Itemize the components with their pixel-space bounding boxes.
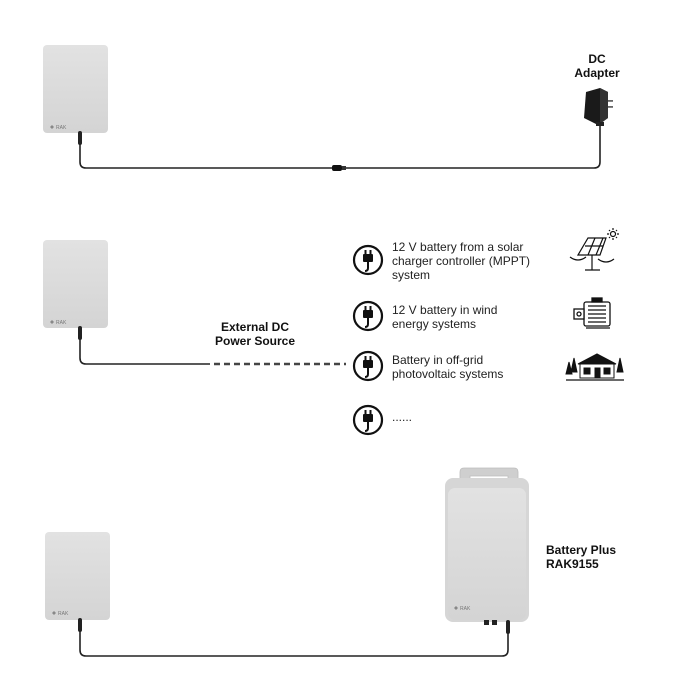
source-item-wind: 12 V battery in wind energy systems xyxy=(392,303,497,331)
rak-logo-icon: RAK xyxy=(454,606,471,612)
label-line: RAK9155 xyxy=(546,557,599,571)
label-line: Adapter xyxy=(574,66,620,80)
off-grid-house-icon xyxy=(565,353,624,381)
rak-logo-icon: RAK xyxy=(50,320,67,326)
label-line: External DC xyxy=(220,320,290,334)
plug-icon xyxy=(352,404,384,436)
label-line: Battery Plus xyxy=(546,543,617,557)
dc-adapter-icon xyxy=(584,88,613,126)
battery-plus-device: RAK xyxy=(445,467,529,625)
source-text: ...... xyxy=(392,410,413,424)
plug-icon xyxy=(352,300,384,332)
scenario-external-dc: RAK xyxy=(43,228,624,436)
solar-panel-icon xyxy=(569,228,619,271)
source-text: system xyxy=(392,268,431,282)
source-text: 12 V battery in wind xyxy=(392,303,498,317)
source-text: photovoltaic systems xyxy=(392,367,504,381)
gateway-device-2: RAK xyxy=(43,240,108,328)
rak-logo-icon: RAK xyxy=(52,611,69,617)
source-item-off-grid: Battery in off-grid photovoltaic systems xyxy=(392,353,503,381)
brand-text: RAK xyxy=(58,611,69,617)
rak-logo-icon: RAK xyxy=(50,125,67,131)
scenario-dc-adapter: RAK xyxy=(43,45,613,171)
source-item-solar: 12 V battery from a solar charger contro… xyxy=(392,240,530,282)
brand-text: RAK xyxy=(460,606,471,612)
dc-adapter-label: DC Adapter xyxy=(571,52,623,80)
scenario-battery-plus: RAK RAK xyxy=(45,467,529,657)
label-line: Power Source xyxy=(214,334,296,348)
battery-cable xyxy=(78,618,510,657)
gateway-device-3: RAK xyxy=(45,532,110,620)
source-text: 12 V battery from a solar xyxy=(392,240,524,254)
brand-text: RAK xyxy=(56,320,67,326)
source-text: charger controller (MPPT) xyxy=(392,254,531,268)
plug-icon xyxy=(352,244,384,276)
source-item-more: ...... xyxy=(392,410,412,424)
dc-cable xyxy=(78,118,601,171)
battery-plus-label: Battery Plus RAK9155 xyxy=(546,543,616,571)
source-text: Battery in off-grid xyxy=(392,353,484,367)
wind-generator-icon xyxy=(573,297,611,329)
external-dc-cable xyxy=(78,326,346,366)
label-line: DC xyxy=(588,52,606,66)
gateway-device-1: RAK xyxy=(43,45,108,133)
source-text: energy systems xyxy=(392,317,477,331)
brand-text: RAK xyxy=(56,125,67,131)
external-dc-label: External DC Power Source xyxy=(200,320,310,348)
plug-icon xyxy=(352,350,384,382)
